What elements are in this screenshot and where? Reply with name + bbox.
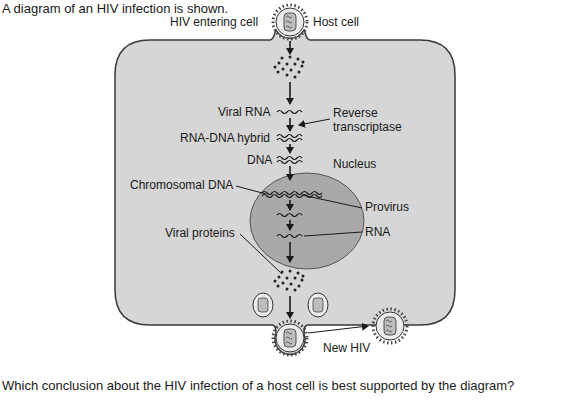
enzyme-label: Reverse transcriptase [333,106,423,134]
step-label: Viral RNA [218,105,270,119]
nucleus: Nucleus [245,155,405,280]
nucleus-label: Nucleus [333,157,376,171]
step-label: RNA-DNA hybrid [180,131,270,145]
diagram-title: A diagram of an HIV infection is shown. [2,1,228,16]
new-virus-label: New HIV [323,341,370,355]
entry-label: HIV entering cell [170,15,258,29]
nucleus-shape [250,173,364,269]
part-label: Chromosomal DNA [130,178,233,192]
question-caption: Which conclusion about the HIV infection… [2,378,514,393]
nucleus-outline [245,155,405,280]
part-label: Viral proteins [165,226,235,240]
part-label: Provirus [365,200,409,214]
step-label: DNA [247,153,272,167]
host-cell-shape [115,30,455,354]
part-label: RNA [365,225,390,239]
host-cell-label: Host cell [313,15,359,29]
